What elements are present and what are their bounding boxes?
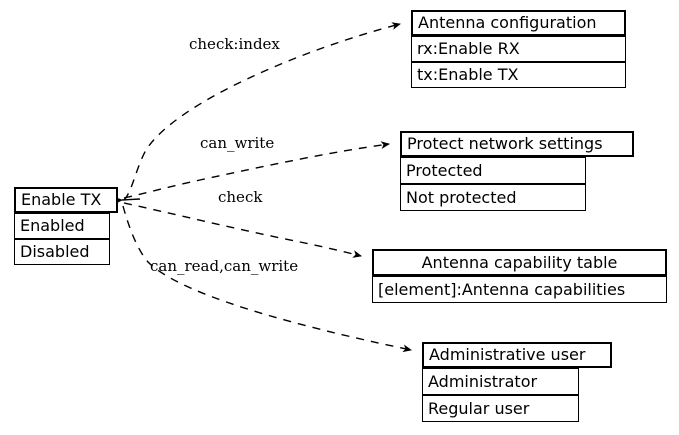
node-antenna-capability-table-row-0[interactable]: [element]:Antenna capabilities: [372, 276, 667, 303]
node-antenna-configuration-row-1[interactable]: tx:Enable TX: [411, 62, 626, 88]
node-antenna-configuration-title[interactable]: Antenna configuration: [411, 10, 626, 36]
node-enable-tx-title[interactable]: Enable TX: [14, 187, 118, 213]
node-administrative-user-row-1[interactable]: Regular user: [422, 395, 579, 422]
node-administrative-user-title[interactable]: Administrative user: [422, 342, 612, 368]
node-administrative-user-row-0[interactable]: Administrator: [422, 368, 579, 395]
edge-path-check: [123, 202, 362, 258]
node-protect-network-settings-title[interactable]: Protect network settings: [400, 131, 634, 157]
node-antenna-capability-table-title[interactable]: Antenna capability table: [372, 249, 667, 276]
node-protect-network-settings-row-0[interactable]: Protected: [400, 157, 586, 184]
edge-label-check-index: check:index: [189, 35, 280, 53]
edge-arrowhead-into-enable-tx: [113, 196, 141, 205]
edge-label-can-write: can_write: [200, 134, 275, 152]
node-antenna-configuration-row-0[interactable]: rx:Enable RX: [411, 36, 626, 62]
node-enable-tx-row-1[interactable]: Disabled: [14, 239, 110, 265]
edge-label-check: check: [218, 188, 263, 206]
edge-label-can-read-can-write: can_read,can_write: [150, 257, 299, 275]
node-enable-tx-row-0[interactable]: Enabled: [14, 213, 110, 239]
edge-path-can-read-can-write: [122, 205, 412, 353]
node-protect-network-settings-row-1[interactable]: Not protected: [400, 184, 586, 211]
